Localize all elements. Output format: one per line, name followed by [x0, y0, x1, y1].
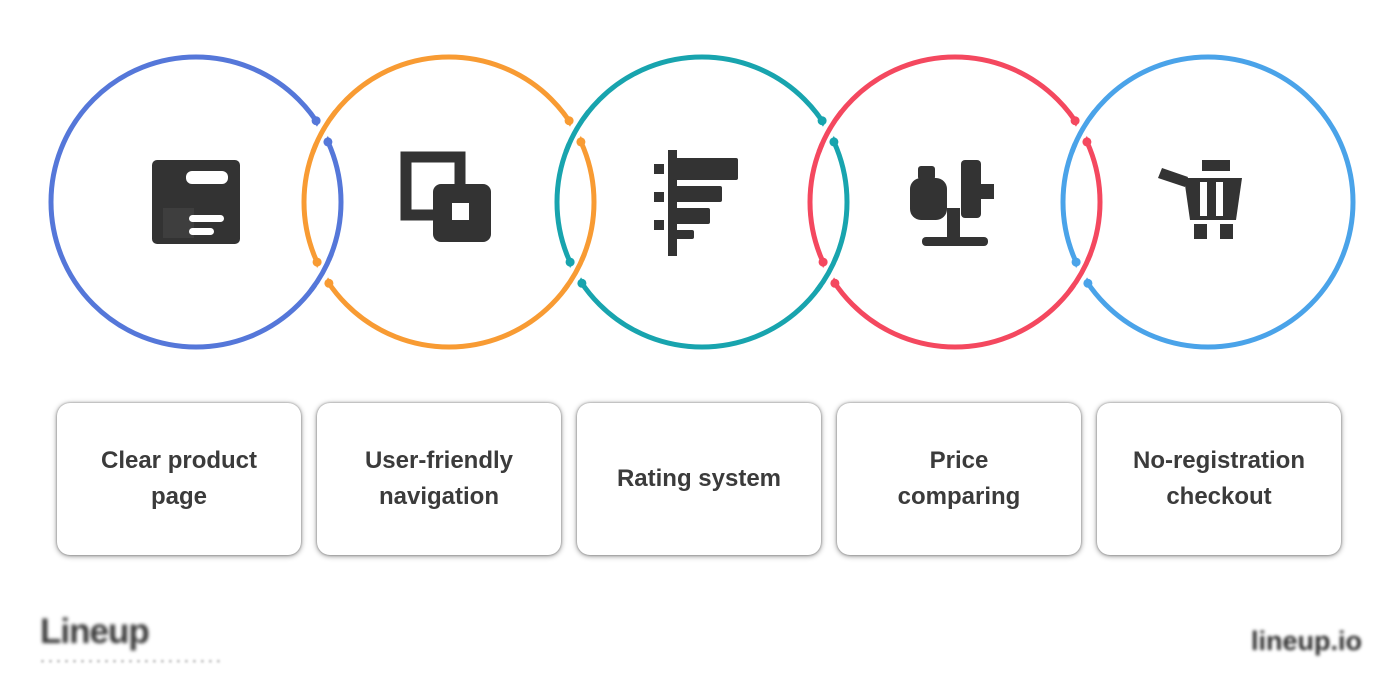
weave-dot: [311, 116, 321, 126]
card-4-label-line: comparing: [897, 483, 1021, 510]
card-4-label-line: Price: [929, 447, 989, 474]
right-logo-wordmark: lineup.io: [1251, 626, 1362, 656]
weave-dot: [577, 278, 587, 288]
card-5-label-line: checkout: [1166, 483, 1272, 510]
rings-diagram: [48, 54, 1356, 350]
weave-dot: [1083, 278, 1093, 288]
weave-dot: [576, 137, 586, 147]
weave-arc: [1067, 252, 1093, 293]
rating-bars-icon: [654, 150, 738, 256]
weave-arc: [814, 252, 840, 293]
price-scale-icon: [910, 160, 994, 246]
card-3: Rating system: [577, 403, 821, 555]
weave-arc: [308, 252, 334, 293]
site-navigation-icon: [400, 151, 491, 242]
weave-dot: [830, 278, 840, 288]
weave-dot: [324, 278, 334, 288]
weave-dot: [312, 257, 322, 267]
ring-2: [301, 54, 597, 350]
card-1: Clear product page: [57, 403, 301, 555]
card-3-label-line: Rating system: [616, 465, 782, 492]
weave-dot: [1070, 116, 1080, 126]
card-1-label-line: Clear product: [100, 447, 258, 474]
shopping-cart-icon: [1158, 160, 1242, 239]
left-logo-tagline: ·······················: [40, 652, 224, 669]
left-logo: Lineup ·······················: [40, 614, 270, 669]
card-5: No-registration checkout: [1097, 403, 1341, 555]
card-2: User-friendly navigation: [317, 403, 561, 555]
card-4: Price comparing: [837, 403, 1081, 555]
weave-dot: [323, 137, 333, 147]
ring-1: [48, 54, 344, 350]
left-logo-wordmark: Lineup: [40, 612, 150, 651]
weave-dot: [1071, 257, 1081, 267]
ring-5: [1060, 54, 1356, 350]
weave-arc: [1069, 109, 1097, 155]
weave-dot: [1082, 137, 1092, 147]
weave-arc: [563, 109, 591, 155]
card-2-label-line: navigation: [378, 483, 499, 510]
card-2-label-line: User-friendly: [364, 447, 514, 474]
weave-arc: [561, 252, 587, 293]
weave-dot: [818, 257, 828, 267]
weave-dot: [829, 137, 839, 147]
weave-arc: [816, 109, 844, 155]
ring-3: [554, 54, 850, 350]
card-5-label-line: No-registration: [1132, 447, 1305, 474]
ring-4: [807, 54, 1103, 350]
weave-arc: [310, 109, 338, 155]
weave-dot: [817, 116, 827, 126]
weave-dot: [564, 116, 574, 126]
card-1-label-line: page: [150, 483, 207, 510]
weave-dot: [565, 257, 575, 267]
product-page-icon: [152, 160, 240, 244]
